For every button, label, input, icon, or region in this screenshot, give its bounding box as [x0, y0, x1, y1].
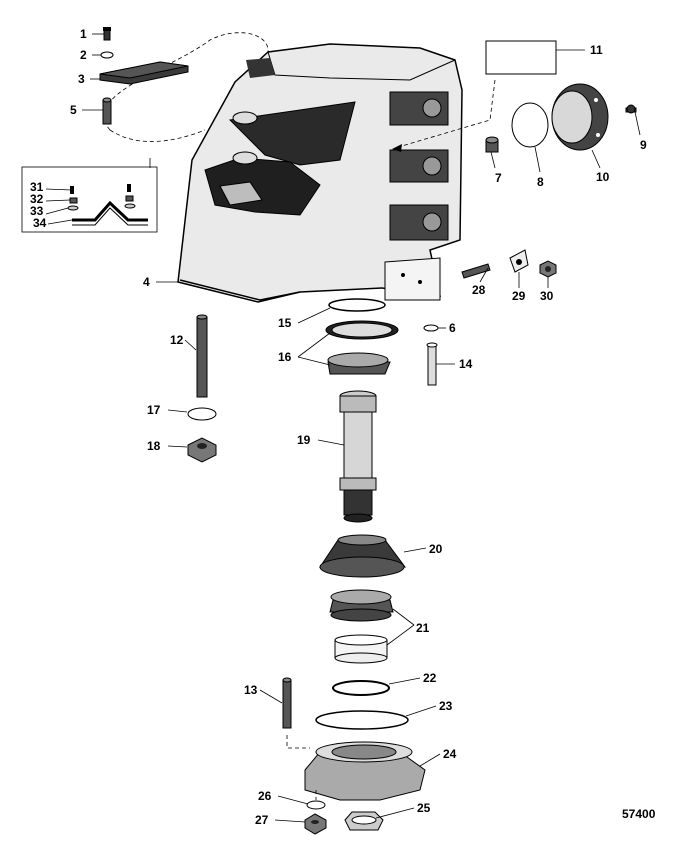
callout-labels: 1 2 3 5 4 11 7 8 9 10 6 31 32 33 34 28 2…	[30, 27, 656, 827]
callout-17: 17	[147, 403, 161, 417]
gasket-part	[511, 102, 549, 148]
callout-18: 18	[147, 439, 161, 453]
callout-10: 10	[596, 170, 610, 184]
gear-housing	[177, 43, 463, 303]
bearing-cup-part-16	[325, 320, 399, 340]
pin-part-14	[426, 342, 438, 386]
screw-part	[103, 27, 111, 41]
plug-part	[485, 136, 499, 153]
o-ring-part-6	[423, 324, 439, 332]
nut-part-25	[344, 811, 384, 831]
callout-23: 23	[439, 699, 453, 713]
callout-19: 19	[297, 433, 311, 447]
callout-5: 5	[70, 103, 77, 117]
decal-part	[485, 40, 557, 75]
callout-30: 30	[540, 289, 554, 303]
stud-part-13	[282, 677, 292, 729]
callout-8: 8	[537, 175, 544, 189]
bearing-part-21	[329, 589, 394, 622]
washer-part-26	[306, 800, 326, 810]
callout-34: 34	[33, 216, 47, 230]
callout-20: 20	[429, 542, 443, 556]
bearing-race-part-21	[334, 634, 388, 664]
callout-29: 29	[512, 289, 526, 303]
callout-32: 32	[30, 192, 44, 206]
callout-3: 3	[78, 72, 85, 86]
callout-9: 9	[640, 138, 647, 152]
callout-13: 13	[244, 683, 258, 697]
nut-part-30	[539, 260, 557, 278]
screw-part-9	[625, 104, 637, 114]
callout-7: 7	[495, 171, 502, 185]
callout-28: 28	[472, 283, 486, 297]
callout-16: 16	[278, 350, 292, 364]
callout-12: 12	[170, 333, 184, 347]
callout-27: 27	[255, 813, 269, 827]
callout-31: 31	[30, 180, 44, 194]
pinion-gear-part-20	[319, 534, 406, 578]
washer-part-17	[187, 407, 217, 421]
cover-plate-part	[551, 83, 609, 151]
callout-33: 33	[30, 204, 44, 218]
stud-part	[102, 97, 112, 125]
o-ring-part-23	[315, 710, 409, 730]
drive-shaft-part-19	[339, 390, 377, 523]
callout-4: 4	[143, 275, 150, 289]
bearing-cone-part-16	[327, 352, 391, 375]
callout-11: 11	[590, 43, 603, 57]
cover-part	[99, 61, 189, 85]
shim-part-22	[332, 680, 390, 696]
callout-24: 24	[443, 747, 457, 761]
leader-lines	[45, 33, 641, 823]
stud-part-28	[461, 263, 491, 279]
nut-part-18	[187, 437, 217, 463]
nut-part-27	[304, 813, 327, 835]
callout-25: 25	[417, 801, 431, 815]
bearing-carrier-part-24	[304, 741, 426, 801]
shim-part-15	[328, 298, 386, 312]
stud-part-12	[196, 314, 208, 398]
bracket-part-29	[509, 249, 529, 273]
callout-6: 6	[449, 321, 456, 335]
callout-15: 15	[278, 316, 292, 330]
callout-1: 1	[80, 27, 87, 41]
callout-21: 21	[416, 621, 430, 635]
callout-2: 2	[80, 48, 87, 62]
callout-14: 14	[459, 357, 473, 371]
washer-part	[100, 51, 114, 59]
callout-26: 26	[258, 789, 272, 803]
callout-22: 22	[423, 671, 437, 685]
figure-number: 57400	[622, 807, 656, 821]
